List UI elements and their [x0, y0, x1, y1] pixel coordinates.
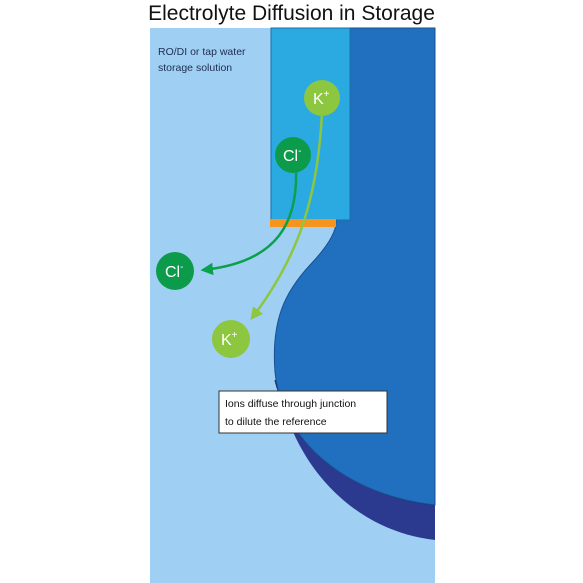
cl-ion-inside-charge: - — [298, 146, 301, 157]
cl-ion-inside — [275, 137, 311, 173]
electrode-body — [273, 27, 436, 506]
storage-label-line1: RO/DI or tap water — [158, 46, 246, 58]
cl-ion-outside-symbol: Cl — [165, 264, 180, 281]
svg-text:Cl-: Cl- — [283, 146, 301, 165]
k-ion-inside — [304, 80, 340, 116]
svg-text:K+: K+ — [313, 89, 330, 108]
k-ion-outside-charge: + — [232, 330, 238, 341]
storage-label-line2: storage solution — [158, 62, 232, 74]
reference-tube — [270, 27, 351, 221]
cl-ion-outside — [156, 252, 194, 290]
cl-diffusion-arrow — [200, 167, 298, 276]
callout-line1: Ions diffuse through junction — [225, 398, 356, 410]
k-diffusion-arrow — [250, 111, 324, 320]
svg-text:K+: K+ — [221, 330, 238, 349]
diagram-title: Electrolyte Diffusion in Storage — [148, 2, 435, 25]
k-ion-outside — [212, 320, 250, 358]
callout-box — [218, 390, 388, 434]
k-ion-outside-symbol: K — [221, 332, 232, 349]
cl-ion-outside-charge: - — [180, 262, 183, 273]
cl-ion-inside-symbol: Cl — [283, 148, 298, 165]
svg-text:Cl-: Cl- — [165, 262, 183, 281]
callout-line2: to dilute the reference — [225, 416, 327, 428]
k-ion-inside-symbol: K — [313, 91, 324, 108]
k-ion-inside-charge: + — [324, 89, 330, 100]
